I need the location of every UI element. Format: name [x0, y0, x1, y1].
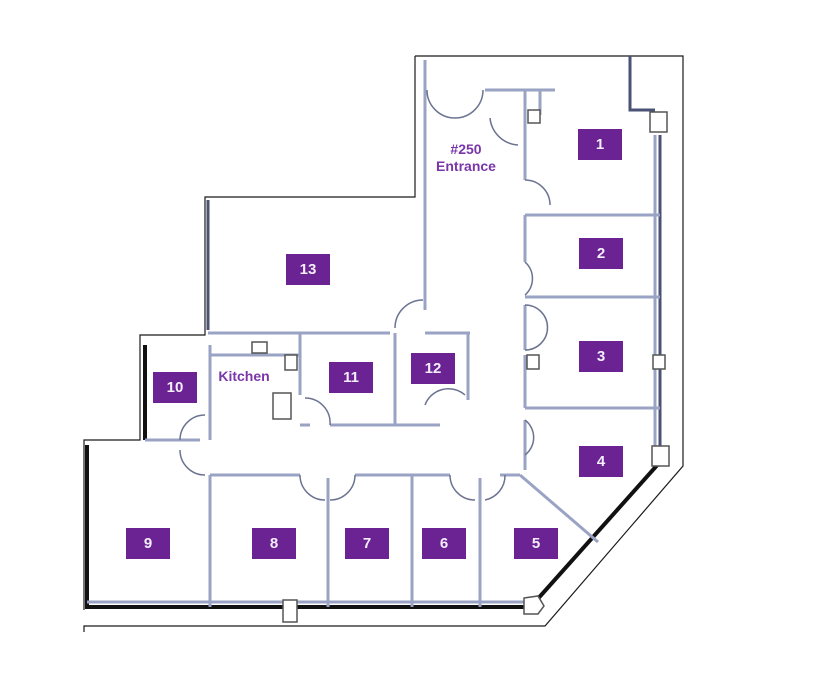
entrance-text: Entrance [436, 158, 496, 174]
room-7[interactable]: 7 [345, 528, 389, 559]
room-6[interactable]: 6 [422, 528, 466, 559]
entrance-label: #250 Entrance [425, 141, 507, 175]
room-8[interactable]: 8 [252, 528, 296, 559]
room-4[interactable]: 4 [579, 446, 623, 477]
suite-number: #250 [450, 141, 482, 157]
room-12[interactable]: 12 [411, 353, 455, 384]
room-9[interactable]: 9 [126, 528, 170, 559]
room-5[interactable]: 5 [514, 528, 558, 559]
room-3[interactable]: 3 [579, 341, 623, 372]
kitchen-label: Kitchen [218, 368, 270, 384]
room-11[interactable]: 11 [329, 362, 373, 393]
room-1[interactable]: 1 [578, 129, 622, 160]
room-2[interactable]: 2 [579, 238, 623, 269]
room-10[interactable]: 10 [153, 372, 197, 403]
room-13[interactable]: 13 [286, 254, 330, 285]
